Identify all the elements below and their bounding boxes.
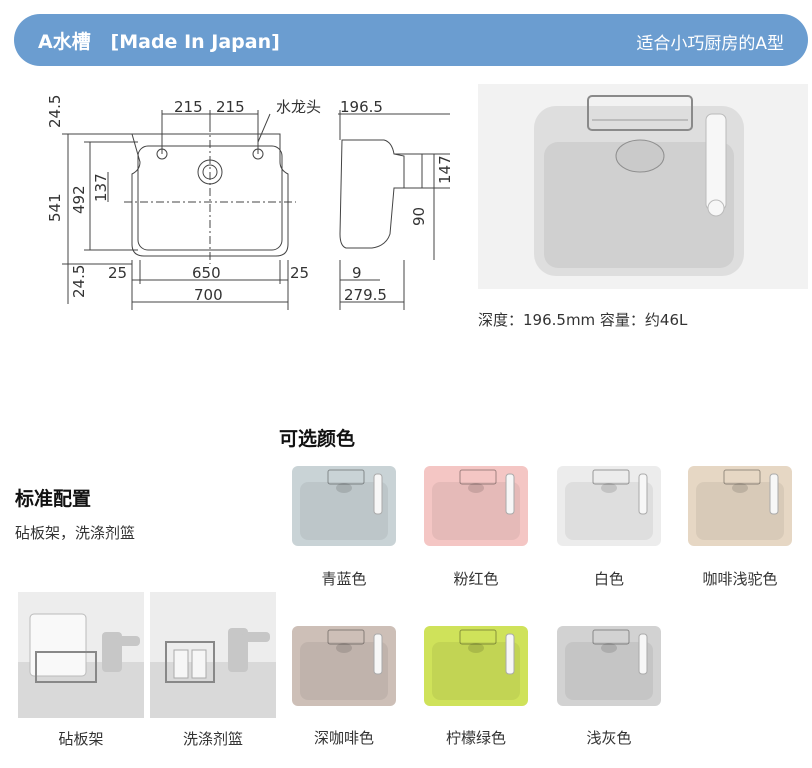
dim-top-right: 215 (216, 98, 245, 116)
color-swatch (557, 626, 661, 706)
detergent-basket-label: 洗涤剂篮 (182, 730, 243, 748)
dim-left-gap: 25 (108, 264, 127, 282)
color-swatch (424, 466, 528, 546)
spec-text: 深度：196.5mm 容量：约46L (478, 311, 688, 329)
board-rack-label: 砧板架 (58, 730, 104, 748)
standard-config-desc: 砧板架，洗涤剂篮 (15, 524, 136, 542)
dim-total-width: 700 (194, 286, 223, 304)
color-swatch (688, 466, 792, 546)
color-swatch-label: 咖啡浅驼色 (702, 570, 778, 588)
faucet-label: 水龙头 (276, 98, 321, 116)
technical-drawing: 215 215 水龙头 196.5 24.5 541 492 137 24.5 … (46, 95, 454, 310)
color-swatch (424, 626, 528, 706)
dim-total-height: 541 (46, 193, 64, 222)
dim-top-margin: 24.5 (46, 95, 64, 128)
color-swatch (557, 466, 661, 546)
dim-side-width: 279.5 (344, 286, 387, 304)
dim-side-90: 90 (410, 207, 428, 226)
product-title: A水槽 [Made In Japan] (38, 31, 280, 53)
color-swatch-label: 青蓝色 (321, 570, 367, 588)
dim-side-9: 9 (352, 264, 362, 282)
standard-config-title: 标准配置 (15, 488, 92, 510)
color-swatch-label: 深咖啡色 (313, 729, 374, 747)
dim-side-147: 147 (436, 155, 454, 184)
board-rack-photo (18, 592, 144, 718)
color-swatch-label: 白色 (593, 570, 624, 588)
dim-right-gap: 25 (290, 264, 309, 282)
product-subtitle: 适合小巧厨房的A型 (636, 34, 784, 54)
color-swatch-label: 粉红色 (453, 570, 499, 588)
detergent-basket-photo (150, 592, 276, 718)
dim-bottom-margin: 24.5 (70, 265, 88, 298)
dim-drain-offset: 137 (92, 173, 110, 202)
header-banner: A水槽 [Made In Japan] 适合小巧厨房的A型 (14, 14, 808, 66)
dim-inner-width: 650 (192, 264, 221, 282)
color-swatch (292, 626, 396, 706)
color-swatch (292, 466, 396, 546)
dim-top-left: 215 (174, 98, 203, 116)
color-swatch-label: 柠檬绿色 (445, 729, 506, 747)
sink-product-photo (478, 84, 808, 289)
dim-inner-height: 492 (70, 185, 88, 214)
color-swatch-label: 浅灰色 (586, 729, 632, 747)
dim-side-depth: 196.5 (340, 98, 383, 116)
colors-section-title: 可选颜色 (279, 428, 356, 450)
